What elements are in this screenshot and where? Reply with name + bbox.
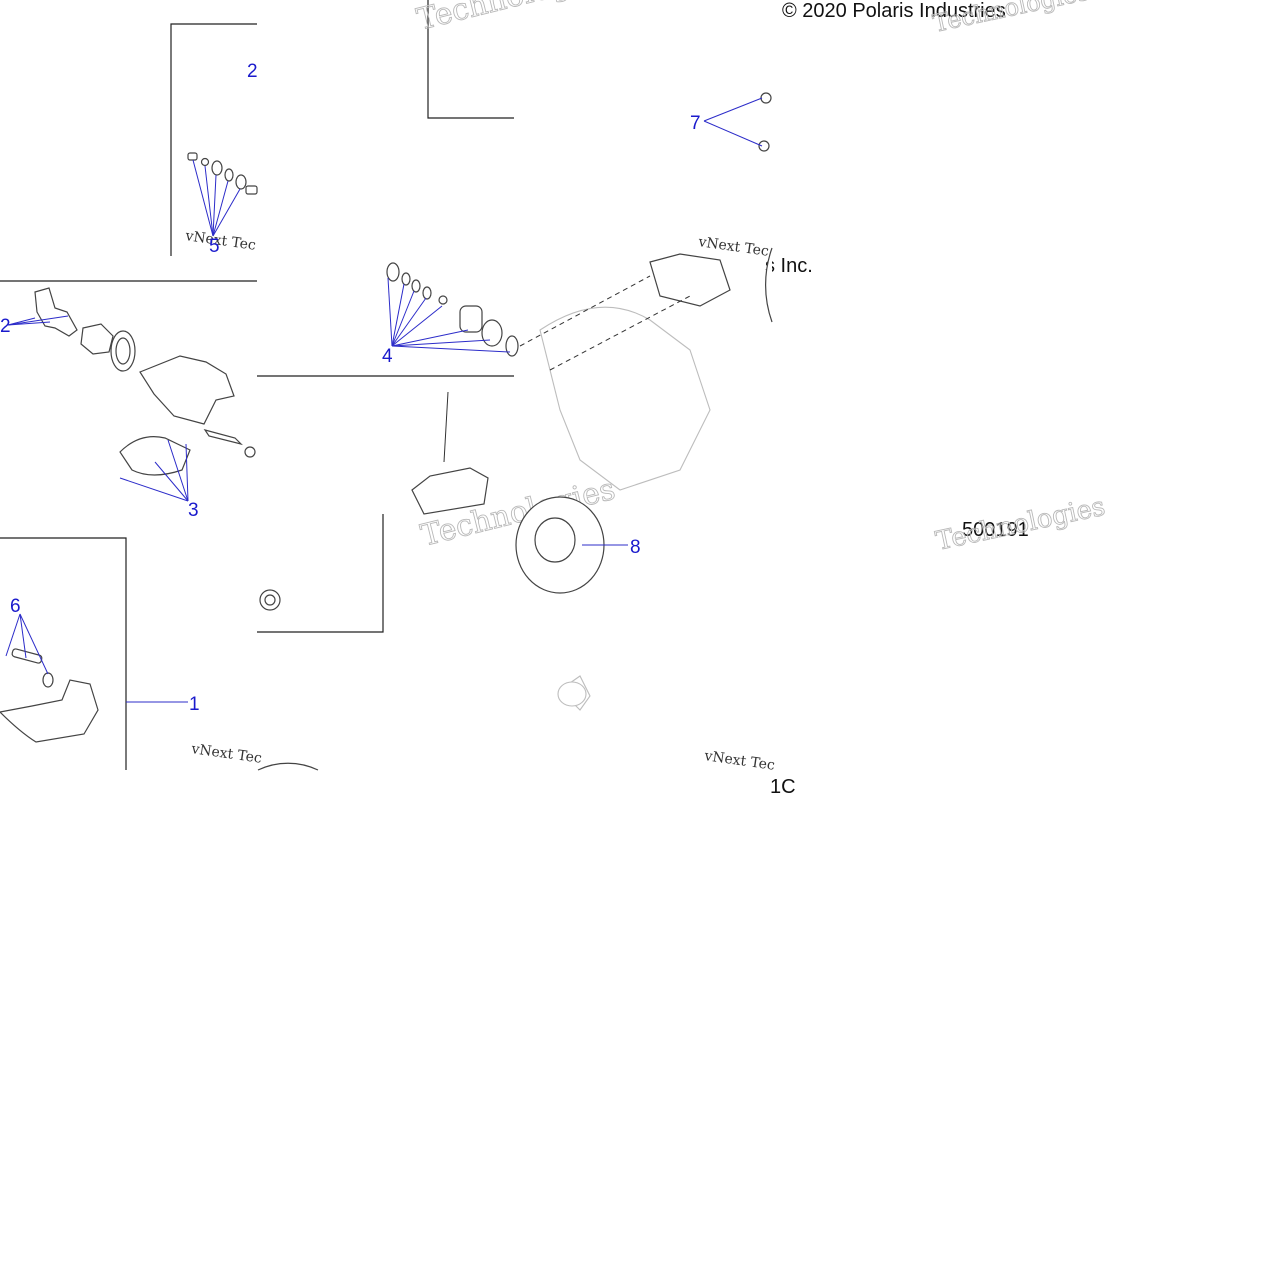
copyright-fragment: s Inc. — [765, 255, 813, 277]
leader-lines — [5, 97, 763, 703]
callout-7: 7 — [690, 113, 701, 134]
caliper-bracket — [34, 287, 256, 476]
callout-1: 1 — [189, 694, 200, 715]
drawing-number: 500191 — [962, 519, 1029, 541]
text-fragment: 1C — [770, 776, 796, 798]
callout-2: 2 — [247, 61, 258, 82]
callouts: 2 2 3 4 5 6 7 8 1 — [0, 61, 701, 715]
callout-2-lower: 2 — [0, 316, 11, 337]
callout-5: 5 — [209, 236, 220, 257]
callout-6: 6 — [10, 596, 21, 617]
small-caliper — [411, 391, 489, 515]
copyright-text: © 2020 Polaris Industries — [782, 0, 1006, 22]
detail-frames — [0, 0, 514, 770]
caliper-small-parts — [187, 152, 258, 195]
callout-4: 4 — [382, 346, 393, 367]
callout-8: 8 — [630, 537, 641, 558]
seal-rings — [386, 262, 519, 357]
callout-3: 3 — [188, 500, 199, 521]
mounting-bracket — [0, 648, 99, 743]
rotor-and-knuckle — [257, 92, 773, 771]
